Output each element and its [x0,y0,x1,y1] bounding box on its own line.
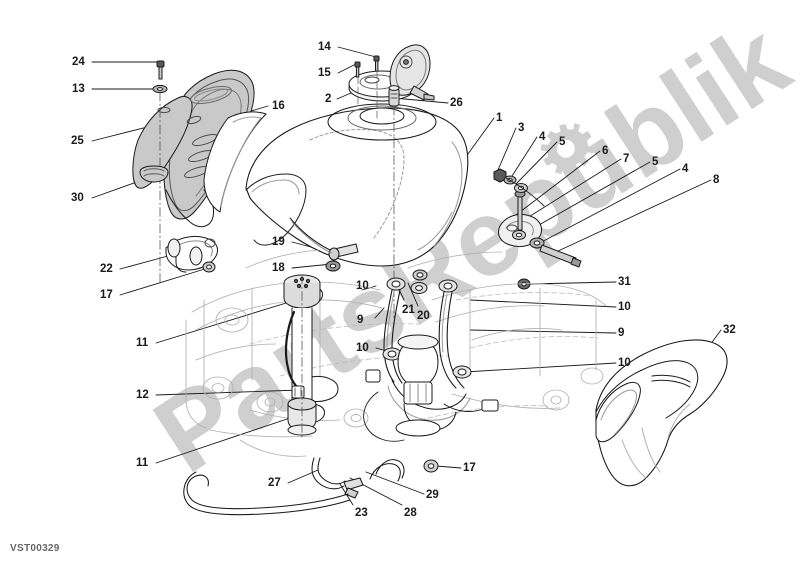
part-washer [152,84,168,94]
callout-2: 2 [325,93,332,105]
callout-30: 30 [71,192,84,204]
callout-10-b: 10 [356,280,369,292]
part-fuel-hose-right [438,291,465,389]
callout-25: 25 [71,135,84,147]
callout-3: 3 [518,122,525,134]
callout-8: 8 [713,174,720,186]
part-tank-side-trim [203,111,267,213]
diagram-reference-code: VST00329 [10,543,60,554]
part-fuel-pump [363,334,499,442]
callout-5-b: 5 [652,156,659,168]
callout-17-b: 17 [463,462,476,474]
callout-20: 20 [417,310,430,322]
part-cap-screw [373,55,380,72]
callout-31: 31 [618,276,631,288]
callout-9-b: 9 [618,327,625,339]
part-grommet-lower [423,459,439,473]
callout-32: 32 [723,324,736,336]
callout-7: 7 [623,153,630,165]
callout-1: 1 [496,112,503,124]
part-clamp-small [412,269,428,281]
callout-16: 16 [272,100,285,112]
part-hose-clamp-3 [382,347,402,361]
callout-26: 26 [450,97,463,109]
callout-19: 19 [272,236,285,248]
callout-9-a: 9 [357,314,364,326]
callout-14: 14 [318,41,331,53]
callout-11-a: 11 [136,337,149,349]
callout-18: 18 [272,262,285,274]
callout-22: 22 [100,263,113,275]
callout-29: 29 [426,489,439,501]
part-screw-upper [156,60,165,80]
part-drain-hoses [183,457,405,516]
callout-10-d: 10 [618,357,631,369]
part-hose-clip [328,243,359,261]
callout-10-c: 10 [356,342,369,354]
part-hose-clamp-1 [386,277,406,291]
callout-28: 28 [404,507,417,519]
part-tank-protector-cover [595,339,728,487]
callout-4-b: 4 [682,163,689,175]
callout-21: 21 [402,304,415,316]
part-hose-clamp-2 [438,279,458,293]
part-cap-screw-short [354,61,361,78]
callout-24: 24 [72,56,85,68]
part-breather-fitting [388,85,400,107]
part-fuel-hose-left [383,289,403,384]
part-tank-front-bracket [165,235,219,273]
part-mount-bracket-cluster [493,168,582,268]
callout-11-b: 11 [136,457,149,469]
part-clamp-ring [410,282,428,294]
part-hose-connector [325,260,341,272]
callout-17-a: 17 [100,289,113,301]
callout-4-a: 4 [539,131,546,143]
part-hose-clamp-4 [452,365,472,379]
callout-23: 23 [355,507,368,519]
callout-6: 6 [602,145,609,157]
part-rubber-bumper [139,165,169,183]
callout-27: 27 [268,477,281,489]
callout-15: 15 [318,67,331,79]
callout-5-a: 5 [559,136,566,148]
callout-12: 12 [136,389,149,401]
callout-10-a: 10 [618,301,631,313]
callout-13: 13 [72,83,85,95]
